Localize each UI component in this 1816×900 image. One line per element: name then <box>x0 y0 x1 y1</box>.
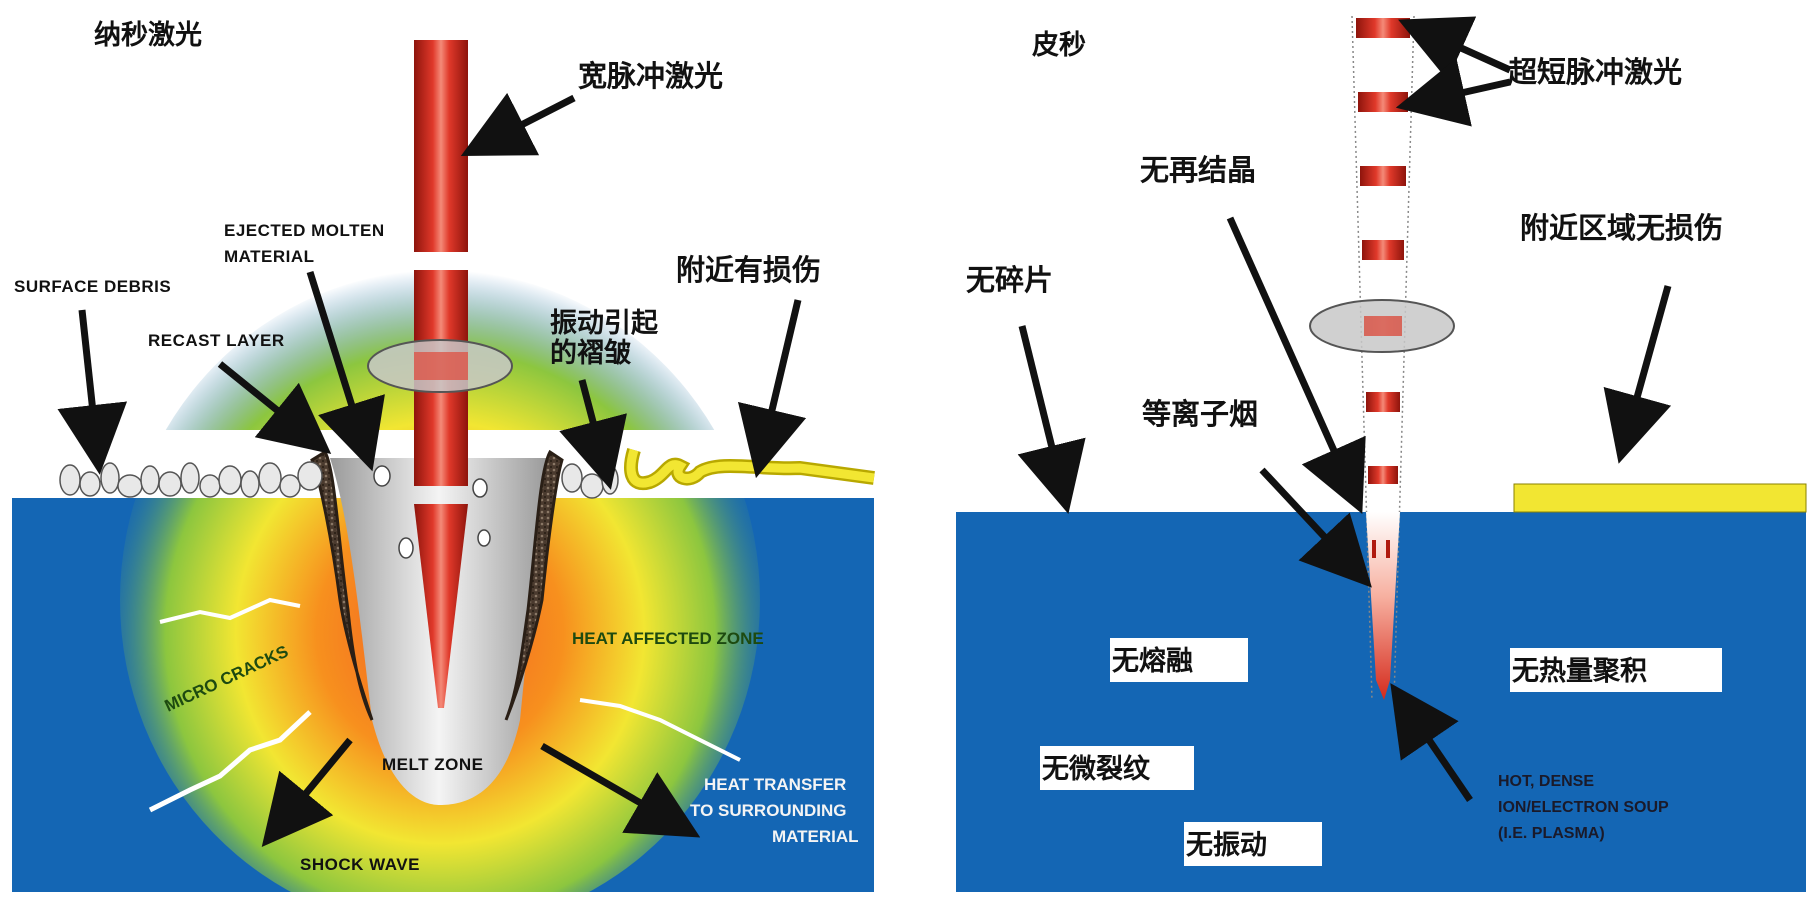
plasma-cone <box>1366 512 1400 700</box>
arrow-nearby-damage <box>737 299 807 479</box>
arrow-shock-right <box>540 742 701 838</box>
arrow-ejected <box>306 270 385 472</box>
label-no-heat-accumulation: 无热量聚积 <box>1512 656 1647 687</box>
label-plasma-2: ION/ELECTRON SOUP <box>1498 799 1669 816</box>
label-vibration-2: 的褶皱 <box>550 337 632 369</box>
label-surface-debris: SURFACE DEBRIS <box>14 277 171 296</box>
label-ultrashort-pulse: 超短脉冲激光 <box>1508 55 1682 89</box>
label-heat-transfer-3: MATERIAL <box>772 827 859 846</box>
arrow-no-nearby-damage <box>1603 285 1672 464</box>
undamaged-surface <box>1513 483 1807 513</box>
label-vibration-1: 振动引起 <box>550 308 659 339</box>
label-heat-transfer-2: TO SURROUNDING <box>690 801 846 820</box>
arrow-ultrashort-1 <box>1398 16 1512 81</box>
micro-crack <box>159 597 301 624</box>
label-no-recrystallization: 无再结晶 <box>1140 153 1256 187</box>
arrow-surface-debris <box>57 309 128 475</box>
broad-pulse-beam-upper <box>414 40 468 252</box>
label-no-nearby-damage: 附近区域无损伤 <box>1520 211 1723 245</box>
arrow-recast-layer <box>217 361 332 455</box>
label-plasma-1: HOT, DENSE <box>1498 773 1594 790</box>
label-nearby-damage: 附近有损伤 <box>676 253 821 287</box>
left-panel-title: 纳秒激光 <box>94 19 202 51</box>
left-panel: 纳秒激光 宽脉冲激光 EJECTED MOLTEN MATERIAL SURFA… <box>12 19 875 900</box>
recast-layer-right <box>504 449 564 721</box>
label-ejected-molten-2: MATERIAL <box>224 247 315 266</box>
label-heat-transfer-1: HEAT TRANSFER <box>704 775 846 794</box>
label-heat-affected-zone: HEAT AFFECTED ZONE <box>572 629 764 648</box>
arrow-ultrashort-2 <box>1395 58 1511 127</box>
arrow-shock-left <box>261 737 353 847</box>
label-recast-layer: RECAST LAYER <box>148 331 285 350</box>
label-ejected-molten-1: EJECTED MOLTEN <box>224 221 385 240</box>
broad-pulse-beam-lower <box>414 504 468 708</box>
label-no-debris: 无碎片 <box>966 263 1053 297</box>
micro-crack <box>148 710 312 813</box>
right-panel: 皮秒 超短脉冲激光 无再结晶 附近区域无损伤 无碎片 等离子烟 无熔融 无热量聚… <box>956 15 1807 892</box>
label-no-melting: 无熔融 <box>1112 645 1193 677</box>
arrow-no-recrystallization <box>1226 216 1366 514</box>
arrow-plasma-smoke <box>1259 467 1372 588</box>
label-no-micro-cracks: 无微裂纹 <box>1042 754 1151 785</box>
label-no-vibration: 无振动 <box>1186 830 1267 861</box>
arrow-plasma-soup <box>1390 683 1473 802</box>
ultrashort-pulses <box>1356 18 1410 484</box>
right-panel-title: 皮秒 <box>1032 30 1086 61</box>
label-melt-zone: MELT ZONE <box>382 755 483 774</box>
recast-layer-left <box>310 449 374 721</box>
micro-crack <box>579 698 741 762</box>
arrow-vibration <box>559 379 627 490</box>
label-plasma-3: (I.E. PLASMA) <box>1498 825 1605 842</box>
label-shock-wave: SHOCK WAVE <box>300 855 420 874</box>
label-plasma-smoke: 等离子烟 <box>1142 397 1258 431</box>
arrow-no-debris <box>1017 325 1086 514</box>
label-broad-pulse-laser: 宽脉冲激光 <box>578 59 723 93</box>
arrow-broad-pulse <box>460 92 576 156</box>
